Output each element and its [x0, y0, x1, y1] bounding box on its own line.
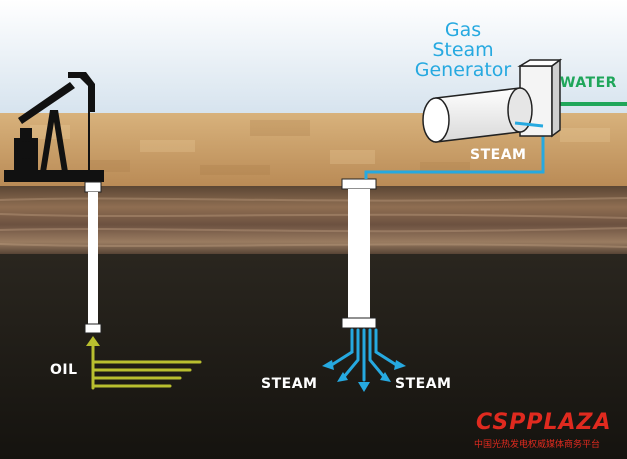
gas-steam-generator	[422, 58, 563, 143]
steam-pipe	[364, 126, 545, 179]
deep-rock	[0, 254, 627, 459]
steam-pipe-label: STEAM	[470, 147, 527, 163]
rock-strata	[0, 186, 627, 256]
oil-arrow-up-icon	[86, 336, 100, 346]
steam-right-label: STEAM	[395, 376, 452, 392]
oil-flow	[91, 342, 202, 390]
watermark-logo: CSPPLAZA	[476, 410, 612, 435]
strata-lines	[0, 197, 627, 248]
steam-outflow-arrows-icon	[322, 328, 406, 392]
pumpjack	[4, 72, 104, 182]
oil-label: OIL	[50, 362, 78, 378]
steam-left-label: STEAM	[261, 376, 318, 392]
injection-well	[341, 178, 377, 329]
production-well	[84, 181, 102, 334]
watermark-subtitle: 中国光热发电权威媒体商务平台	[474, 440, 601, 450]
water-label: WATER	[560, 75, 617, 91]
